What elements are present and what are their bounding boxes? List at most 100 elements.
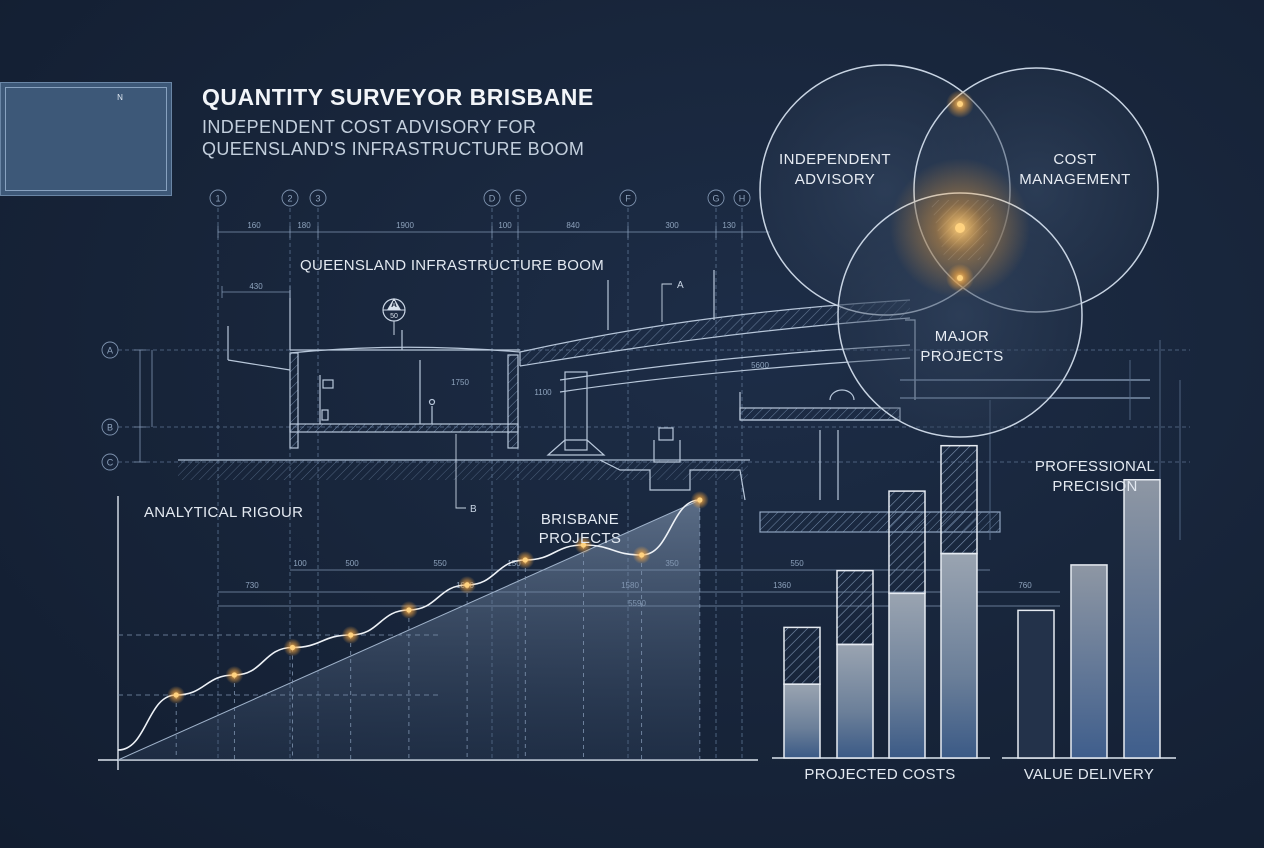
line-chart-point — [406, 607, 412, 613]
callout-a-label: A — [677, 280, 684, 291]
grid-marker-H — [733, 189, 751, 207]
lower-dimension-label: 550 — [433, 559, 447, 568]
grid-label-2: 2 — [287, 194, 292, 204]
venn-label-cost-management: COST MANAGEMENT — [1010, 150, 1140, 190]
lower-dimension-label: 500 — [345, 559, 359, 568]
venn-label-major-line1: MAJOR — [934, 328, 990, 345]
grid-label-1: 1 — [215, 194, 220, 204]
logo-panel — [0, 82, 172, 196]
mid-dimension-3: 5600 — [751, 361, 769, 370]
row-marker-C — [101, 453, 119, 471]
grid-label-F: F — [625, 194, 631, 204]
professional-precision-label: PROFESSIONAL PRECISION — [1025, 457, 1165, 497]
value-delivery-label: VALUE DELIVERY — [1023, 766, 1155, 783]
analytical-rigour-label: ANALYTICAL RIGOUR — [144, 504, 304, 521]
value-delivery-chart — [1002, 479, 1176, 759]
top-dimension-label: 100 — [498, 221, 512, 230]
lower-dimension-label: 730 — [245, 581, 259, 590]
callout-b-label: B — [470, 504, 477, 515]
grid-label-G: G — [712, 194, 719, 204]
row-label-C: C — [107, 458, 114, 468]
venn-label-independent-line1: INDEPENDENT — [779, 151, 891, 168]
top-dimension-label: 130 — [722, 221, 736, 230]
section-marker-bottom: 50 — [390, 313, 398, 320]
projected-costs-label: PROJECTED COSTS — [804, 766, 956, 783]
page-title: QUANTITY SURVEYOR BRISBANE — [202, 84, 594, 110]
grid-marker-E — [509, 189, 527, 207]
projected-bar-base — [888, 592, 926, 759]
line-chart-point — [697, 497, 703, 503]
projected-bar-top — [783, 626, 821, 685]
top-dimension-label: 1900 — [396, 221, 414, 230]
grid-marker-G — [707, 189, 725, 207]
left-dimension-line — [221, 286, 291, 298]
venn-label-major-line2: PROJECTS — [920, 348, 1004, 365]
venn-label-cost-line1: COST — [1053, 151, 1097, 168]
venn-label-independent-advisory: INDEPENDENT ADVISORY — [775, 150, 895, 190]
grid-marker-2 — [281, 189, 299, 207]
section-marker — [382, 298, 406, 335]
subtitle-line-2: QUEENSLAND'S INFRASTRUCTURE BOOM — [202, 139, 585, 159]
building-section — [227, 270, 1150, 533]
row-label-B: B — [107, 423, 113, 433]
projected-bar-top — [888, 490, 926, 595]
row-marker-B — [101, 418, 119, 436]
projected-bar-base — [940, 552, 978, 759]
line-chart-point — [348, 632, 354, 638]
lower-dimension-label: 150 — [507, 559, 521, 568]
venn-bottom-intersection — [957, 275, 963, 281]
line-chart-point — [580, 542, 587, 548]
row-marker-A — [101, 341, 119, 359]
projected-bar-top — [940, 444, 978, 555]
grid-label-E: E — [515, 194, 521, 204]
venn-label-independent-line2: ADVISORY — [794, 171, 876, 188]
ground-line — [178, 459, 750, 480]
brisbane-projects-line1: BRISBANE — [540, 511, 620, 528]
grid-label-D: D — [489, 194, 496, 204]
subtitle-line-1: INDEPENDENT COST ADVISORY FOR — [202, 117, 537, 137]
line-chart-point — [639, 552, 645, 558]
venn-diagram — [759, 64, 1159, 438]
line-chart-point — [522, 557, 528, 563]
value-delivery-bar — [1123, 479, 1161, 759]
lower-dimension-label: 550 — [790, 559, 804, 568]
projected-bar-base — [836, 643, 874, 759]
value-delivery-bar — [1070, 564, 1108, 759]
mid-dimension-1: 1750 — [451, 378, 469, 387]
logo-overlay: N — [117, 93, 123, 102]
brisbane-projects-line2: PROJECTS — [538, 530, 622, 547]
top-dimension-line — [217, 226, 770, 238]
grid-marker-3 — [309, 189, 327, 207]
projected-bar-top — [836, 569, 874, 646]
grid-marker-1 — [209, 189, 227, 207]
projected-bar-base — [783, 683, 821, 759]
grid-marker-F — [619, 189, 637, 207]
venn-label-major-projects: MAJOR PROJECTS — [912, 327, 1012, 367]
page-subtitle: INDEPENDENT COST ADVISORY FOR QUEENSLAND… — [202, 116, 622, 160]
grid-label-3: 3 — [315, 194, 320, 204]
lower-dimension-label: 760 — [1018, 581, 1032, 590]
venn-label-cost-line2: MANAGEMENT — [1019, 171, 1131, 188]
top-dimension-label: 160 — [247, 221, 261, 230]
callout-lines — [455, 283, 672, 509]
venn-top-intersection — [957, 101, 963, 107]
line-chart-point — [464, 582, 470, 588]
top-dimension-label: 300 — [665, 221, 679, 230]
value-delivery-bar — [1017, 609, 1055, 759]
compass-north-label: N — [117, 93, 123, 102]
grid-label-H: H — [739, 194, 746, 204]
line-chart-point — [173, 692, 179, 698]
blueprint-caption: QUEENSLAND INFRASTRUCTURE BOOM — [300, 257, 605, 274]
professional-precision-line1: PROFESSIONAL — [1034, 458, 1156, 475]
left-vertical-dimensions — [134, 349, 153, 463]
left-dimension-label: 430 — [249, 282, 263, 291]
brisbane-projects-label: BRISBANE PROJECTS — [530, 510, 630, 548]
row-label-A: A — [107, 346, 113, 356]
mid-dimension-2: 1100 — [534, 388, 552, 397]
top-dimension-label: 840 — [566, 221, 580, 230]
growth-line-chart — [98, 491, 758, 770]
lower-dimension-label: 1360 — [773, 581, 791, 590]
top-dimension-label: 180 — [297, 221, 311, 230]
